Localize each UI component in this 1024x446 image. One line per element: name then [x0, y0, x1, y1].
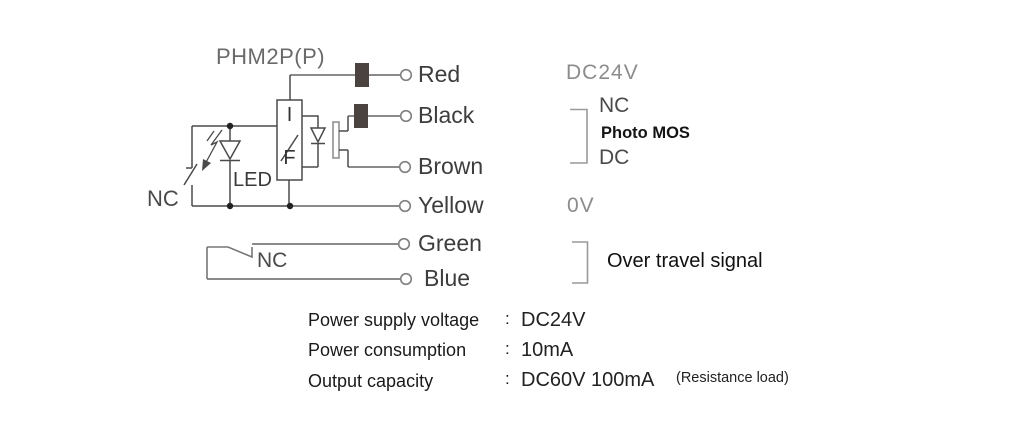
light-arrow-icon: [202, 129, 223, 171]
wire-label-brown: Brown: [418, 153, 484, 179]
power-rail-label: DC24V: [566, 61, 639, 84]
noise-filter-block: [355, 63, 369, 87]
led-label: LED: [233, 169, 272, 191]
if-box-i-label: I: [286, 104, 293, 126]
terminal-blue-icon: [399, 272, 413, 286]
spec-value-output-capacity: DC60V 100mA: [521, 369, 655, 391]
output-group-bracket: [570, 108, 588, 164]
model-title: PHM2P(P): [216, 44, 326, 69]
output-line-nc: NC: [599, 94, 630, 117]
nc-switch-upper-icon: [183, 126, 198, 206]
led-icon: [218, 126, 242, 206]
terminal-red-icon: [399, 68, 413, 82]
signal-group-bracket: [572, 241, 589, 284]
spec-label-supply-voltage: Power supply voltage: [308, 310, 480, 330]
internal-circuit: [183, 75, 349, 210]
if-box-f-label: F: [283, 147, 296, 169]
wire-label-black: Black: [418, 102, 475, 128]
terminal-green-icon: [397, 237, 411, 251]
spec-label-output-capacity: Output capacity: [308, 371, 434, 391]
mosfet-icon: [332, 116, 349, 167]
terminal-brown-icon: [398, 160, 412, 174]
spec-value-supply-voltage: DC24V: [521, 309, 586, 331]
junction-dot: [226, 202, 234, 210]
noise-filter-block: [354, 104, 368, 128]
terminal-black-icon: [399, 109, 413, 123]
spec-colon: :: [505, 309, 510, 328]
terminal-yellow-icon: [398, 199, 412, 213]
nc-switch-lower-icon: [206, 246, 253, 279]
over-travel-signal-label: Over travel signal: [607, 250, 763, 272]
junction-dot: [226, 122, 234, 130]
wire-label-green: Green: [418, 230, 482, 256]
nc-contact-lower-label: NC: [257, 249, 288, 272]
protection-diode-icon: [302, 115, 327, 168]
wire-label-yellow: Yellow: [418, 192, 484, 218]
wire-label-blue: Blue: [424, 265, 471, 291]
junction-dot: [286, 202, 294, 210]
spec-note-resistance-load: (Resistance load): [676, 370, 789, 386]
if-slash: [280, 134, 299, 162]
terminals: [397, 68, 413, 286]
spec-colon: :: [505, 369, 510, 388]
spec-label-consumption: Power consumption: [308, 340, 467, 360]
output-line-photomos: Photo MOS: [601, 124, 690, 142]
output-line-dc: DC: [599, 146, 630, 169]
wire-label-red: Red: [418, 61, 461, 87]
spec-colon: :: [505, 339, 510, 358]
spec-value-consumption: 10mA: [521, 339, 574, 361]
ground-rail-label: 0V: [567, 194, 595, 217]
if-converter-box: [276, 99, 303, 181]
nc-contact-upper-label: NC: [147, 186, 179, 211]
